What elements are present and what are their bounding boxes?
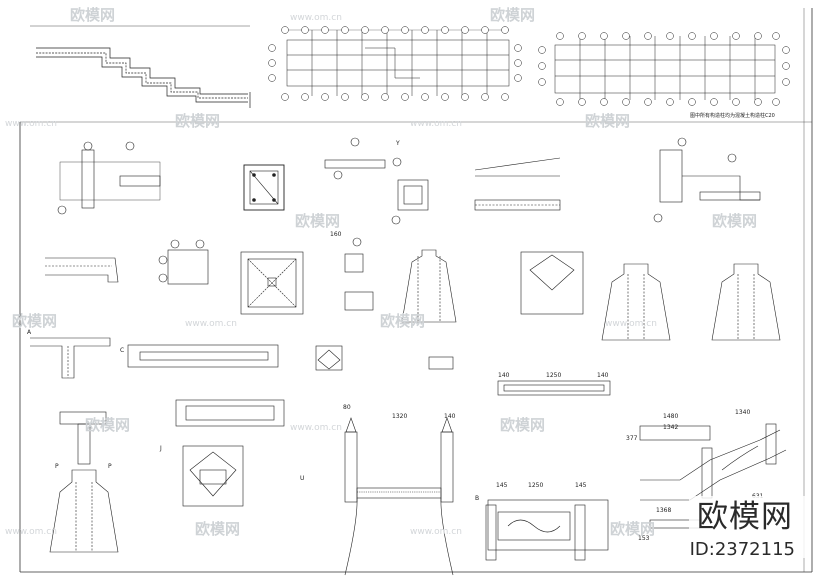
plan-grid-middle-axis-bubbles — [268, 26, 522, 101]
dim-1250-rail: 1250 — [546, 372, 561, 379]
stair-profile-drawing — [30, 25, 251, 108]
watermark-url-3: www.om.cn — [410, 119, 462, 129]
watermark-brand-box — [689, 496, 807, 558]
dim-1342: 1342 — [663, 424, 678, 431]
watermark-brand-4: 欧模网 — [585, 112, 630, 130]
watermark-url-5: www.om.cn — [605, 319, 657, 329]
watermark-brand-10: 欧模网 — [500, 416, 545, 434]
dim-1250-elev: 1250 — [528, 482, 543, 489]
watermark-brand-12: 欧模网 — [610, 520, 655, 538]
watermark-url-1: www.om.cn — [290, 13, 342, 23]
watermark-url-4: www.om.cn — [185, 319, 237, 329]
watermark-url-8: www.om.cn — [410, 527, 462, 537]
bottom-row-details — [49, 399, 787, 576]
section-mark-a-1: A — [27, 329, 32, 336]
row3-details — [45, 237, 781, 341]
top-right-note: 图中所有构造柱均为混凝土构造柱C20 — [690, 112, 775, 119]
row4-details — [30, 337, 611, 396]
row2-details — [57, 137, 761, 225]
section-mark-y: Y — [395, 140, 400, 147]
section-mark-j: J — [159, 445, 162, 452]
watermark-layer: 欧模网 www.om.cn 欧模网 欧模网 www.om.cn www.om.c… — [5, 6, 757, 538]
section-mark-b: B — [475, 495, 479, 502]
plan-grid-right-axis-bubbles — [538, 32, 790, 106]
dim-1320: 1320 — [392, 413, 407, 420]
dim-145-left: 145 — [496, 482, 508, 489]
dim-145-right: 145 — [575, 482, 587, 489]
watermark-brand-2: 欧模网 — [490, 6, 535, 24]
dim-140-rail-right: 140 — [597, 372, 609, 379]
dim-1480: 1480 — [663, 413, 678, 420]
dim-1368: 1368 — [656, 507, 671, 514]
dim-140-rail-left: 140 — [498, 372, 510, 379]
dim-140-top: 140 — [444, 413, 456, 420]
watermark-url-7: www.om.cn — [5, 527, 57, 537]
watermark-url-2: www.om.cn — [5, 119, 57, 129]
watermark-brand-7: 欧模网 — [12, 312, 57, 330]
watermark-brand-1: 欧模网 — [70, 6, 115, 24]
plan-grid-right — [554, 36, 776, 100]
dim-80: 80 — [343, 404, 351, 411]
sheet-frame — [19, 8, 813, 573]
section-marks: A C P P J U B Y — [27, 140, 479, 502]
plan-grid-middle — [286, 29, 510, 96]
watermark-brand-5: 欧模网 — [295, 212, 340, 230]
watermark-brand-11: 欧模网 — [195, 520, 240, 538]
watermark-brand-title: 欧模网 — [697, 499, 793, 535]
section-mark-c: C — [120, 347, 124, 354]
watermark-brand-6: 欧模网 — [712, 212, 757, 230]
watermark-url-6: www.om.cn — [290, 423, 342, 433]
section-mark-u: U — [300, 475, 304, 482]
dim-377: 377 — [626, 435, 638, 442]
dim-153: 153 — [638, 535, 650, 542]
watermark-brand-8: 欧模网 — [380, 312, 425, 330]
section-mark-p-2: P — [108, 463, 112, 470]
section-mark-p-1: P — [55, 463, 59, 470]
watermark-id-label: ID:2372115 — [689, 539, 795, 560]
dim-160: 160 — [330, 231, 342, 238]
watermark-brand-3: 欧模网 — [175, 112, 220, 130]
watermark-brand-9: 欧模网 — [85, 416, 130, 434]
dim-1340: 1340 — [735, 409, 750, 416]
